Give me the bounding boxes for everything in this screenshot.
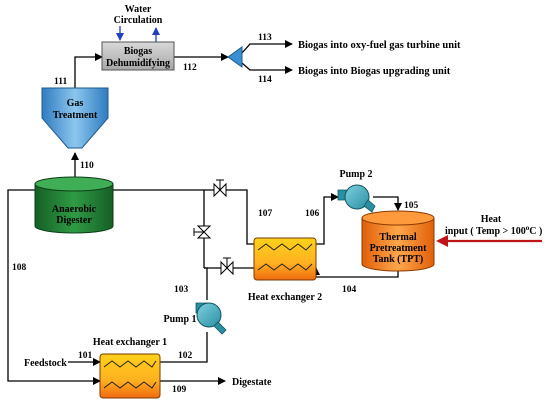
stream-102-label: 102: [178, 351, 193, 361]
digester-label-1: Anaerobic: [52, 204, 97, 215]
tpt-label-3: Tank (TPT): [373, 254, 423, 265]
stream-103-pipe: [204, 267, 208, 300]
stream-105-pipe: [373, 196, 402, 211]
valve-bottom-icon: [220, 257, 234, 276]
stream-106-pipe: [316, 193, 339, 245]
digestate-label: Digestate: [232, 377, 272, 388]
stream-103-label: 103: [174, 285, 189, 295]
stream-107-label: 107: [258, 209, 273, 219]
output-upgrading-label: Biogas into Biogas upgrading unit: [298, 66, 451, 77]
output-oxyfuel-label: Biogas into oxy-fuel gas turbine unit: [298, 40, 461, 51]
splitter-icon: [227, 46, 243, 68]
heat-input: Heat input ( Temp > 100oC ): [436, 214, 542, 247]
stream-104-label: 104: [342, 285, 357, 295]
stream-105-label: 105: [404, 201, 419, 211]
digester-label-2: Digester: [56, 215, 92, 226]
tpt-label-1: Thermal: [379, 232, 416, 243]
stream-numbers: 110 111 112 113 114 108 101 102 103 104 …: [12, 33, 419, 395]
pump-1: Pump 1: [163, 302, 227, 335]
gas-treatment-label-2: Treatment: [53, 110, 98, 121]
heat-arrowhead-icon: [436, 235, 448, 247]
pump2-label: Pump 2: [339, 169, 372, 180]
heat-exchanger-1: Heat exchanger 1: [93, 337, 167, 399]
heat-label-2: input ( Temp > 100oC ): [445, 224, 542, 237]
valve-top-icon: [213, 179, 227, 198]
stream-106-label: 106: [305, 209, 320, 219]
tpt-label-2: Pretreatment: [370, 243, 427, 254]
stream-110-label: 110: [80, 161, 94, 171]
water-circulation: Water Circulation: [114, 4, 163, 42]
stream-112-label: 112: [183, 63, 197, 73]
water-circulation-label-1: Water: [125, 4, 152, 15]
stream-114-pipe: [241, 62, 293, 74]
stream-107-pipe: [113, 189, 254, 245]
valve-middle-icon: [193, 225, 212, 239]
stream-113-label: 113: [258, 33, 272, 43]
hx2-label: Heat exchanger 2: [248, 292, 322, 303]
heat-label-1: Heat: [481, 214, 502, 225]
pump1-label: Pump 1: [163, 314, 196, 325]
stream-111-pipe: [74, 53, 103, 88]
pipes: [7, 40, 402, 385]
gas-treatment-label-1: Gas: [67, 98, 84, 109]
feedstock-label: Feedstock: [24, 358, 67, 369]
stream-108-pipe: [7, 189, 101, 385]
anaerobic-digester: Anaerobic Digester: [34, 176, 114, 234]
hx1-label: Heat exchanger 1: [93, 337, 167, 348]
stream-102-pipe: [160, 332, 208, 363]
pump-2: Pump 2: [337, 169, 376, 213]
stream-111-label: 111: [54, 77, 67, 87]
water-circulation-label-2: Circulation: [114, 15, 163, 26]
dehumidifying-label-1: Biogas: [124, 46, 152, 57]
dehumidifying-label-2: Dehumidifying: [106, 58, 170, 69]
stream-108-label: 108: [12, 263, 27, 273]
heat-exchanger-2: Heat exchanger 2: [248, 237, 322, 303]
thermal-pretreatment-tank: Thermal Pretreatment Tank (TPT): [361, 210, 435, 272]
stream-101-label: 101: [78, 351, 93, 361]
stream-113-pipe: [241, 40, 293, 54]
gas-treatment-unit: Gas Treatment: [41, 87, 109, 149]
valves: [193, 179, 234, 276]
stream-109-label: 109: [172, 385, 187, 395]
biogas-dehumidifying-unit: Biogas Dehumidifying: [101, 41, 175, 71]
stream-114-label: 114: [258, 75, 272, 85]
